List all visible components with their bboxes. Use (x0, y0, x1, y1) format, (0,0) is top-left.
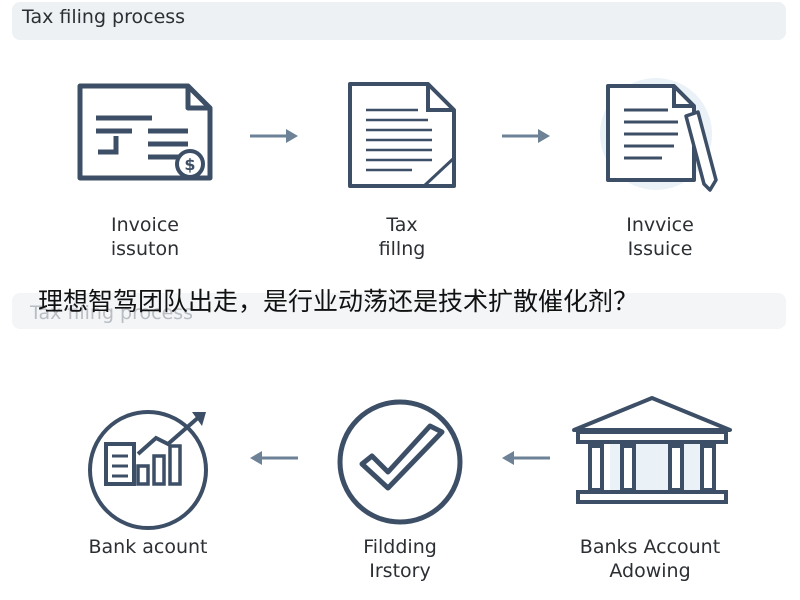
step-label-fildding: Fildding Irstory (363, 536, 437, 582)
step-label-banks-account: Banks Account Adowing (579, 536, 721, 582)
header-bar (12, 2, 786, 40)
faded-header-bar (12, 293, 786, 329)
document-icon (348, 82, 456, 188)
svg-text:$: $ (184, 155, 195, 174)
bank-chart-icon (88, 410, 208, 530)
arrow-left-icon (250, 451, 298, 465)
checkmark-icon (337, 399, 463, 525)
page-title: Tax filing process (22, 6, 186, 28)
arrow-left-icon (502, 451, 550, 465)
arrow-right-icon (250, 129, 298, 143)
news-headline: 理想智驾团队出走，是行业动荡还是技术扩散催化剂？ (38, 287, 639, 316)
arrow-right-icon (502, 129, 550, 143)
invoice-icon: $ (77, 83, 213, 181)
faded-page-title: Tax filing process (30, 302, 194, 324)
step-label-invvice: Invvice Issuice (626, 214, 694, 260)
document-pen-icon (600, 78, 718, 192)
step-label-invoice: Invoice issuton (110, 214, 180, 260)
step-label-bank-acount: Bank acount (88, 536, 208, 558)
step-label-tax: Tax fillng (378, 214, 426, 260)
bank-building-icon (572, 396, 732, 504)
